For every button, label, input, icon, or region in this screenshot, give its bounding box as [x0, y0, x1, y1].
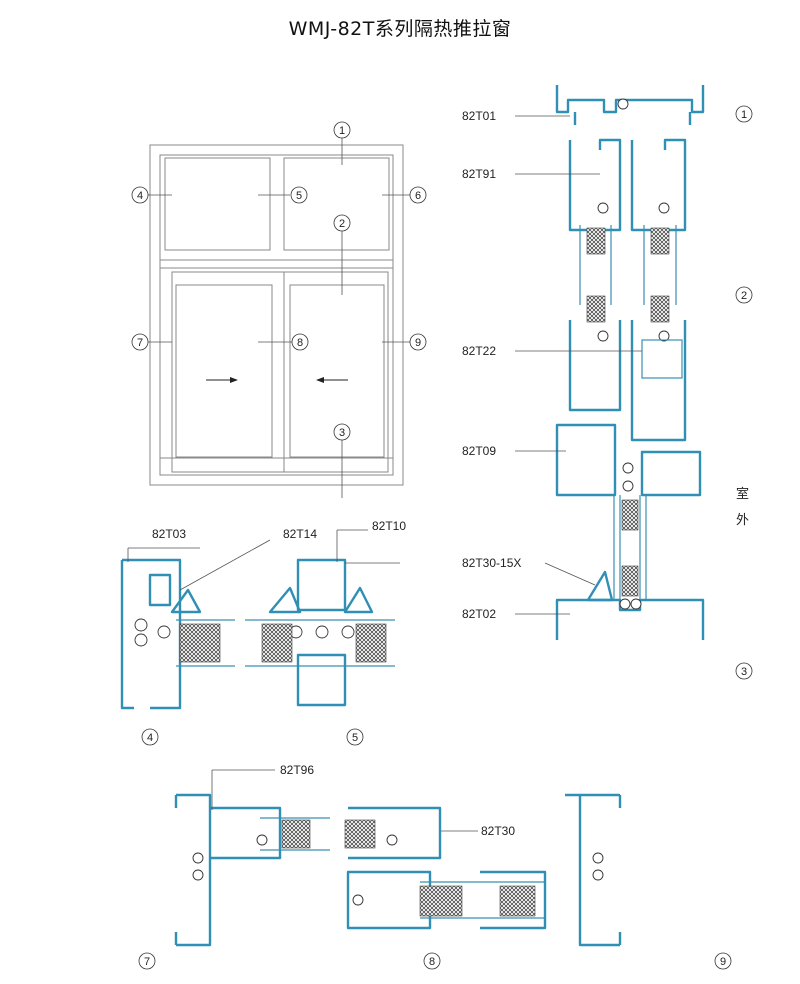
callout-7: 7 — [131, 333, 149, 351]
label-82T96: 82T96 — [280, 763, 314, 777]
svg-text:4: 4 — [137, 190, 143, 202]
svg-text:8: 8 — [429, 956, 435, 968]
svg-text:3: 3 — [741, 666, 747, 678]
section-callout-9: 9 — [714, 952, 732, 970]
callout-4: 4 — [131, 186, 149, 204]
label-82T14: 82T14 — [283, 527, 317, 541]
section-7-8-9 — [174, 793, 622, 947]
svg-text:5: 5 — [296, 190, 302, 202]
label-82T03: 82T03 — [152, 527, 186, 541]
label-82T09: 82T09 — [462, 444, 496, 458]
svg-text:7: 7 — [144, 956, 150, 968]
callout-2: 2 — [333, 214, 351, 232]
svg-text:1: 1 — [741, 109, 747, 121]
label-82T91: 82T91 — [462, 167, 496, 181]
svg-text:2: 2 — [339, 218, 345, 230]
callout-5: 5 — [290, 186, 308, 204]
section-callout-7: 7 — [138, 952, 156, 970]
svg-text:9: 9 — [415, 337, 421, 349]
svg-text:3: 3 — [339, 427, 345, 439]
section-callout-4: 4 — [141, 728, 159, 746]
label-82T22: 82T22 — [462, 344, 496, 358]
callout-3: 3 — [333, 423, 351, 441]
svg-text:5: 5 — [352, 732, 358, 744]
vsection-callout-3: 3 — [735, 662, 753, 680]
section-callout-8: 8 — [423, 952, 441, 970]
page-title: WMJ-82T系列隔热推拉窗 — [288, 18, 512, 40]
vertical-section — [555, 85, 705, 640]
vsection-callout-2: 2 — [735, 286, 753, 304]
svg-text:1: 1 — [339, 125, 345, 137]
callout-8: 8 — [291, 333, 309, 351]
svg-text:2: 2 — [741, 290, 747, 302]
svg-text:9: 9 — [720, 956, 726, 968]
svg-text:8: 8 — [297, 337, 303, 349]
outdoor-label-1: 室 — [736, 486, 749, 502]
section-4-5 — [120, 558, 395, 710]
label-82T02: 82T02 — [462, 607, 496, 621]
callout-1: 1 — [333, 121, 351, 139]
label-82T10: 82T10 — [372, 519, 406, 533]
svg-text:4: 4 — [147, 732, 153, 744]
outdoor-label-2: 外 — [736, 513, 749, 528]
window-elevation — [148, 138, 410, 498]
section-callout-5: 5 — [346, 728, 364, 746]
label-82T01: 82T01 — [462, 109, 496, 123]
callout-9: 9 — [409, 333, 427, 351]
svg-text:6: 6 — [415, 190, 421, 202]
callout-6: 6 — [409, 186, 427, 204]
label-82T30-15X: 82T30-15X — [462, 556, 521, 570]
svg-text:7: 7 — [137, 337, 143, 349]
label-82T30: 82T30 — [481, 824, 515, 838]
vsection-callout-1: 1 — [735, 105, 753, 123]
